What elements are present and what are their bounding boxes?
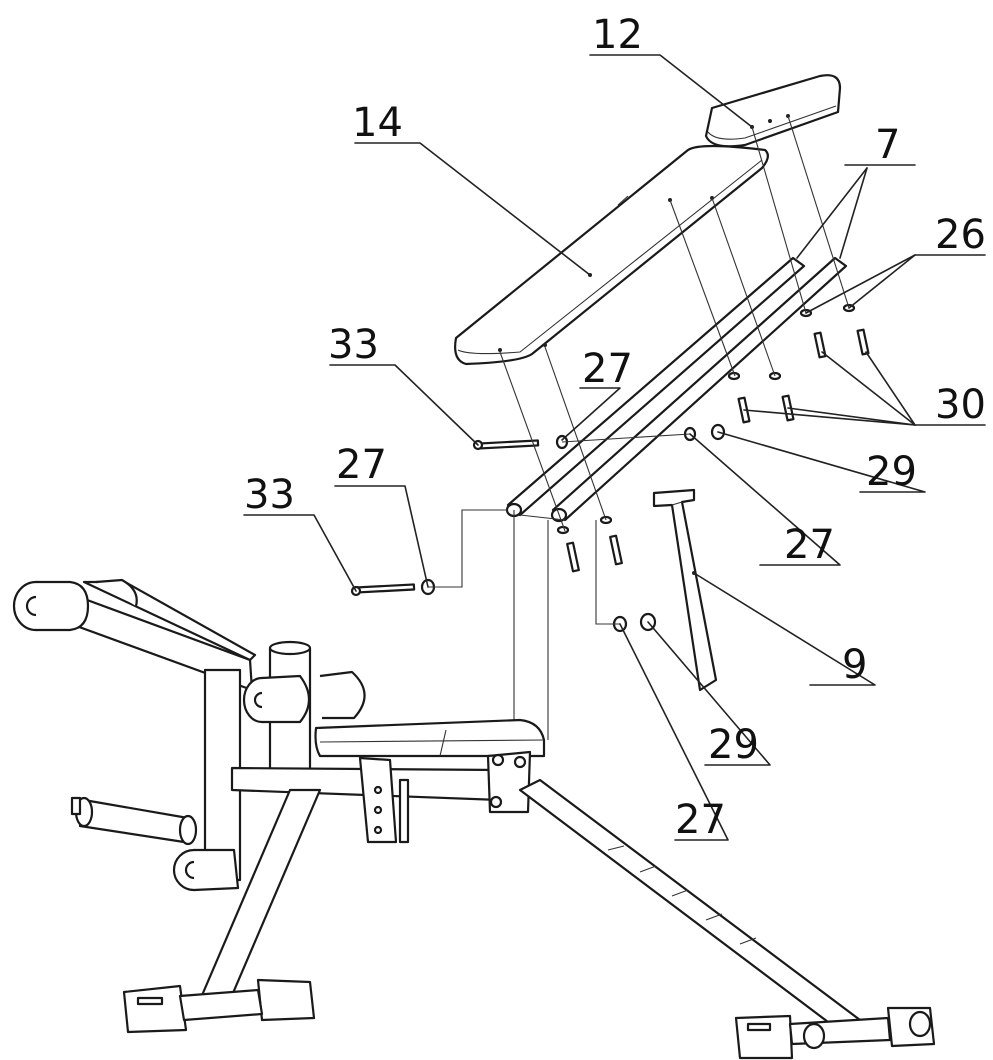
back-pad — [454, 144, 769, 366]
label-14: 14 — [352, 100, 403, 146]
label-27-top: 27 — [582, 346, 633, 392]
label-27-bottom: 27 — [675, 797, 726, 843]
label-7: 7 — [875, 122, 900, 168]
label-26: 26 — [935, 212, 986, 258]
assembly-center-lines — [428, 115, 850, 770]
label-29-right: 29 — [866, 449, 917, 495]
label-33-bottom: 33 — [244, 472, 295, 518]
headrest-pad — [704, 74, 842, 148]
label-27-left: 27 — [336, 442, 387, 488]
label-33-top: 33 — [328, 322, 379, 368]
callout-labels: 12 14 7 26 33 27 30 27 33 29 27 9 29 27 — [244, 12, 986, 843]
label-29-bottom: 29 — [708, 722, 759, 768]
label-27-right: 27 — [784, 522, 835, 568]
label-9: 9 — [842, 642, 867, 688]
leader-lines — [243, 54, 986, 841]
bench-main-frame — [12, 578, 936, 1060]
label-30: 30 — [935, 382, 986, 428]
label-12: 12 — [592, 12, 643, 58]
support-tube — [652, 488, 718, 692]
